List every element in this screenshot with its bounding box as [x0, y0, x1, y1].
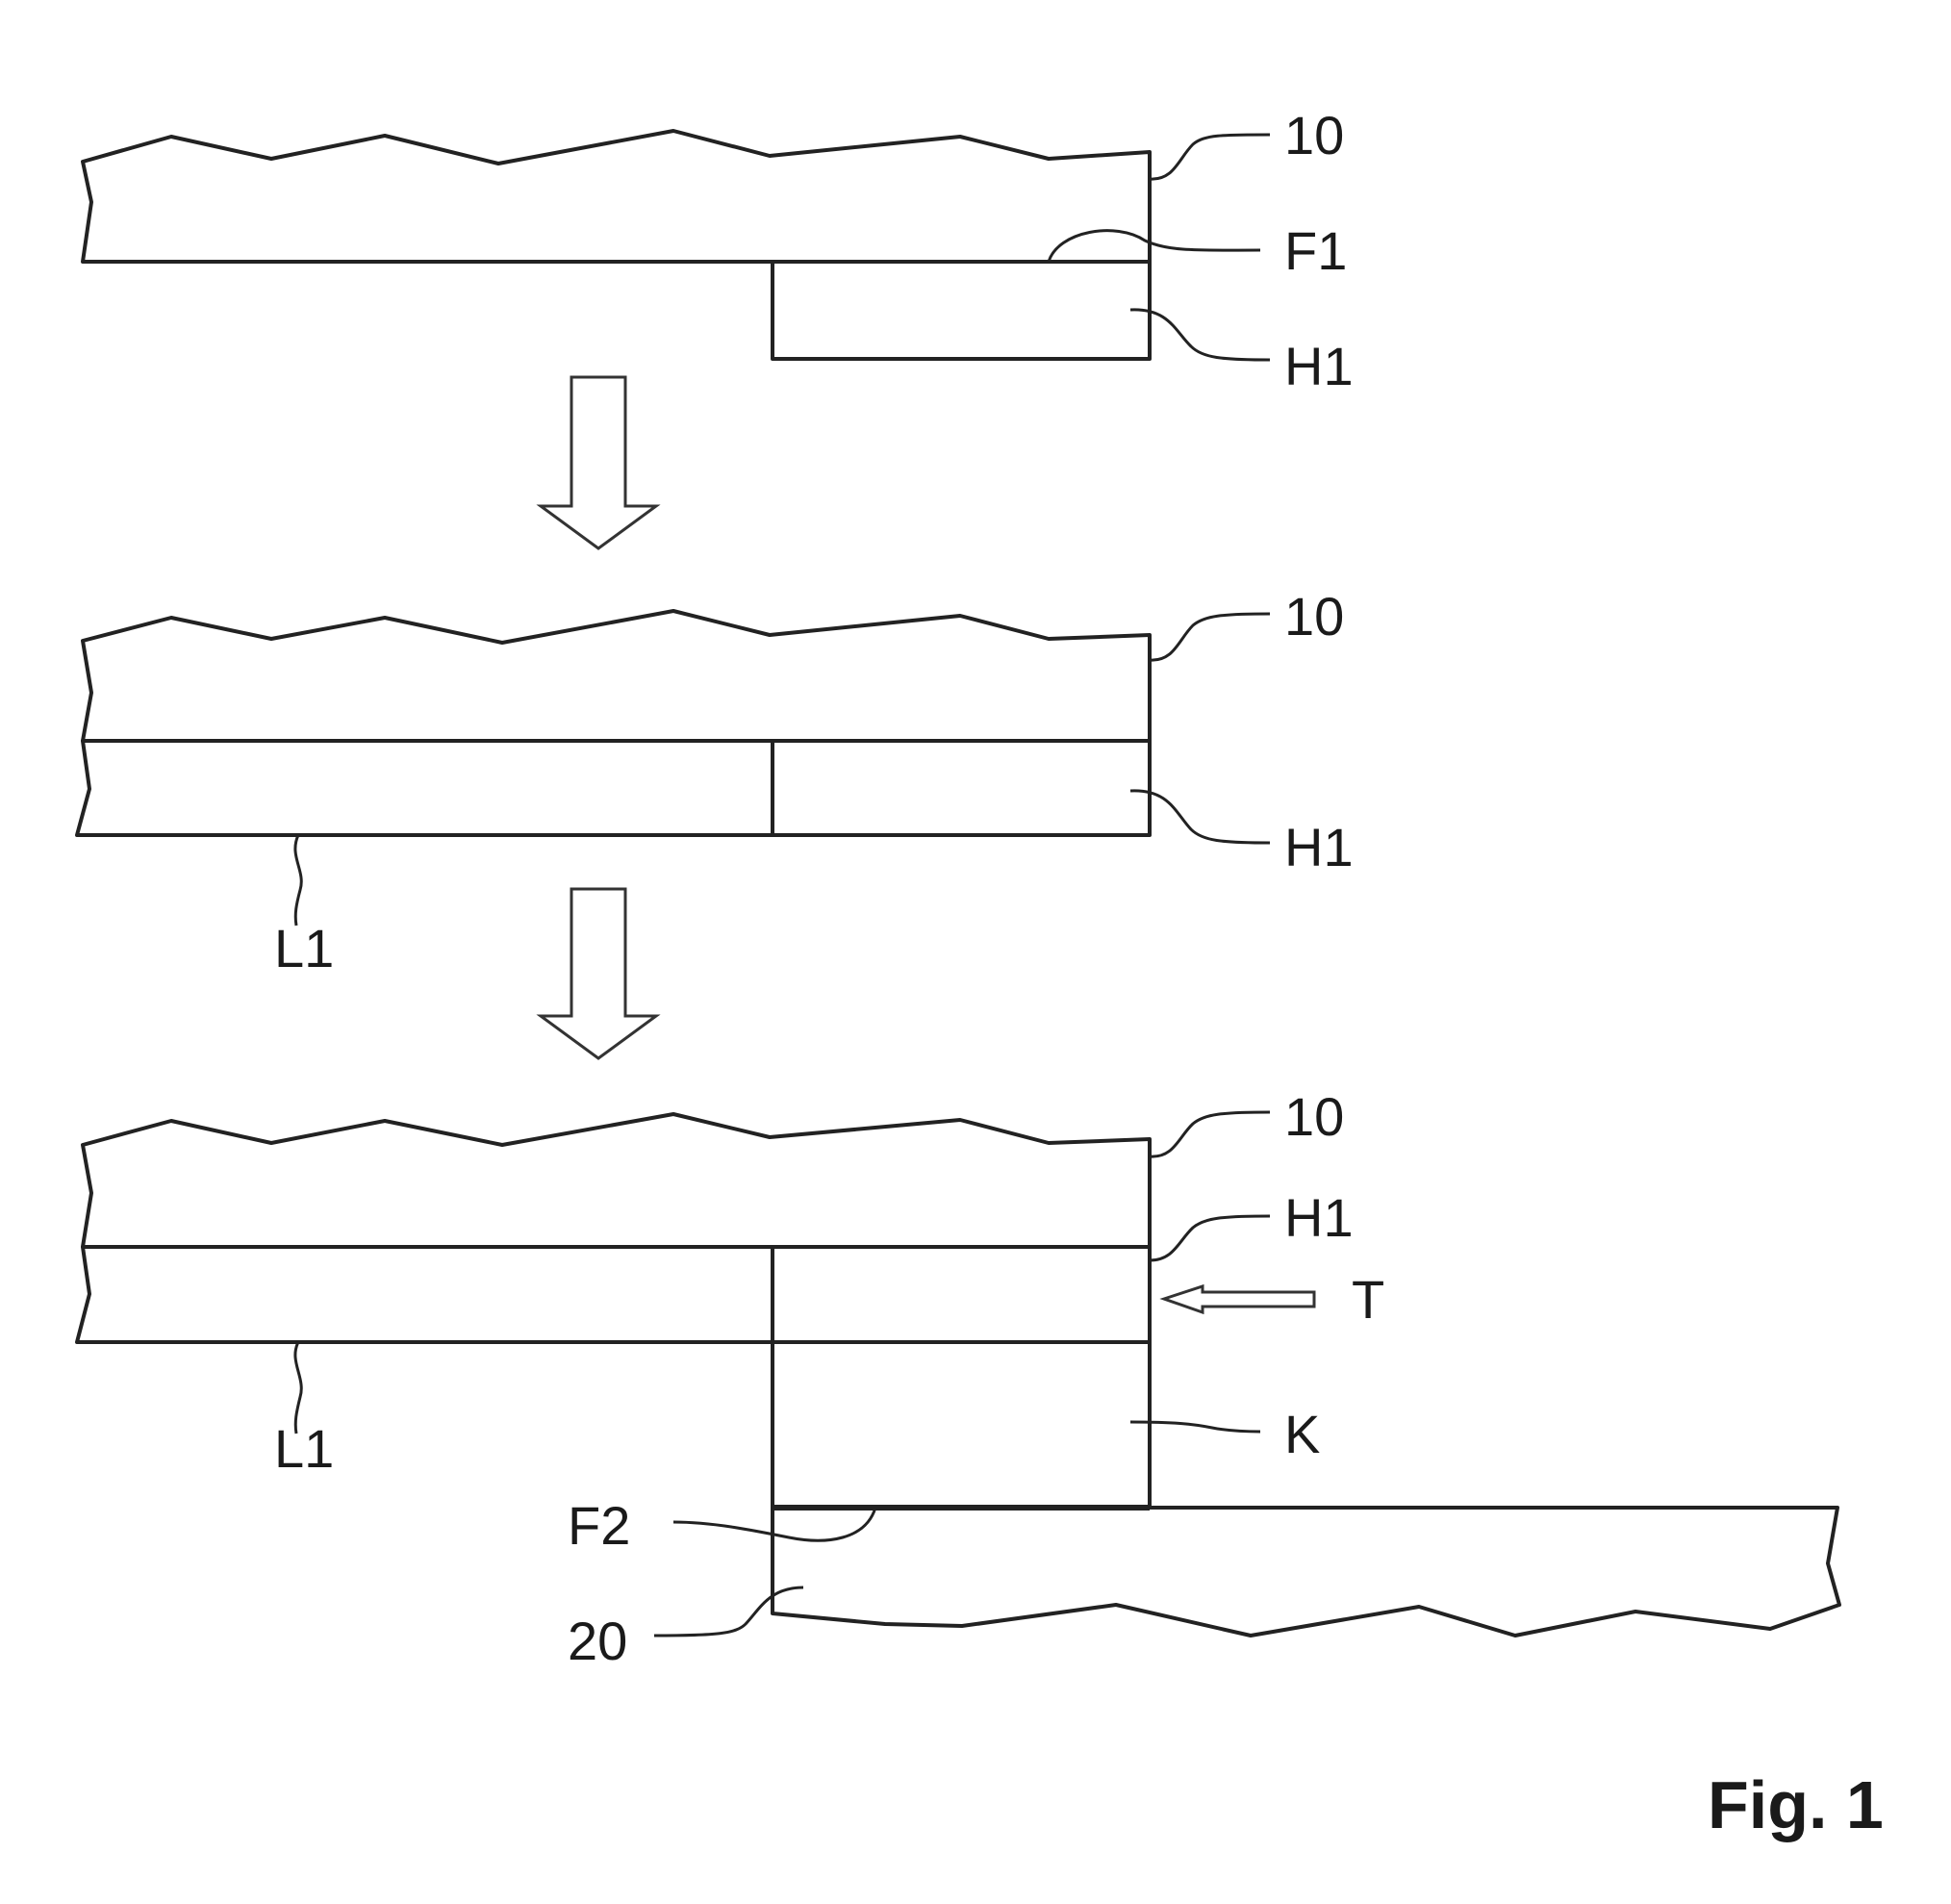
- arrow-t: [1159, 1283, 1316, 1315]
- label-10-stage2: 10: [1284, 586, 1344, 647]
- label-f1: F1: [1284, 220, 1347, 281]
- stage-3: 10 H1 T L1 K F2 20: [75, 1086, 1841, 1671]
- leader-h1-stage1: [1129, 308, 1271, 362]
- substrate-10-stage3: [81, 1112, 1152, 1249]
- label-h1-stage1: H1: [1284, 336, 1354, 396]
- leader-h1-stage3: [1149, 1214, 1271, 1262]
- label-l1-stage3: L1: [274, 1418, 334, 1479]
- leader-10-stage3: [1149, 1110, 1271, 1158]
- core-k: [771, 1340, 1152, 1510]
- leader-k: [1129, 1420, 1261, 1434]
- leader-20: [653, 1586, 804, 1637]
- label-20: 20: [568, 1611, 627, 1671]
- substrate-10-stage2: [81, 609, 1152, 743]
- leader-l1-stage2: [293, 834, 303, 927]
- label-10-stage1: 10: [1284, 105, 1344, 165]
- second-part-20: [771, 1506, 1841, 1637]
- layer-l1-stage3: [75, 1245, 774, 1344]
- leader-f1: [1047, 229, 1261, 263]
- leader-10-stage2: [1149, 612, 1271, 662]
- adhesive-h1-stage2: [771, 739, 1152, 837]
- figure-label: Fig. 1: [1708, 1767, 1884, 1842]
- adhesive-h1-stage3: [771, 1245, 1152, 1344]
- adhesive-h1-stage1: [771, 260, 1152, 361]
- label-t: T: [1352, 1269, 1384, 1330]
- label-k: K: [1284, 1404, 1320, 1464]
- leader-h1-stage2: [1129, 789, 1271, 845]
- stage-2: 10 H1 L1: [75, 586, 1354, 978]
- process-arrow-down-2: [536, 887, 661, 1060]
- leader-l1-stage3: [293, 1341, 303, 1434]
- substrate-10-stage1: [81, 129, 1152, 264]
- layer-l1-stage2: [75, 739, 774, 837]
- label-h1-stage2: H1: [1284, 817, 1354, 877]
- stage-1: 10 F1 H1: [81, 105, 1354, 396]
- leader-10-stage1: [1149, 133, 1271, 181]
- label-f2: F2: [568, 1495, 630, 1556]
- label-h1-stage3: H1: [1284, 1187, 1354, 1248]
- label-l1-stage2: L1: [274, 918, 334, 978]
- label-10-stage3: 10: [1284, 1086, 1344, 1147]
- process-arrow-down-1: [536, 375, 661, 550]
- leader-f2: [672, 1507, 877, 1542]
